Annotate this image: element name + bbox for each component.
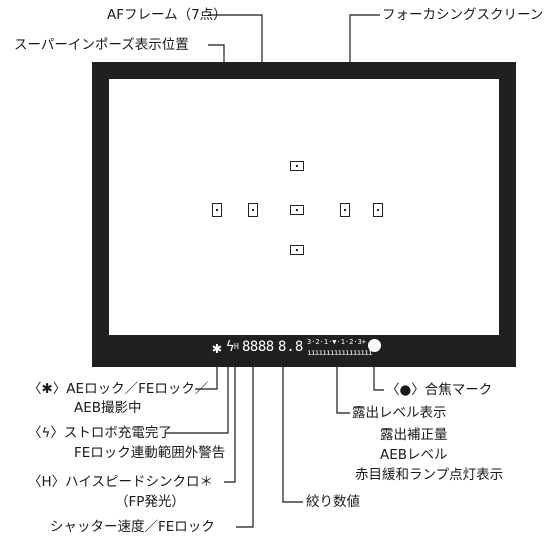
superimpose-label: スーパーインポーズ表示位置: [14, 37, 189, 53]
h-icon: H: [234, 342, 239, 351]
strobe-leader: [165, 355, 229, 434]
shutter-label: シャッター速度／FEロック: [50, 519, 215, 535]
fe-lock-warning-label: FEロック連動範囲外警告: [74, 445, 226, 461]
af-point-right: [340, 203, 350, 217]
ae-lock-label: 〈✱〉AEロック／FEロック／: [28, 381, 209, 397]
strobe-ready-label: 〈ϟ〉ストロボ充電完了: [28, 425, 172, 441]
exposure-scale-ticks: ııııııııııııııııı: [307, 348, 373, 357]
af-point-top: [290, 161, 304, 171]
focusing-screen: [109, 79, 499, 335]
aeb-level-label: AEBレベル: [380, 447, 448, 463]
fp-flash-label: （FP発光）: [115, 494, 185, 510]
flash-icon: ϟ: [226, 339, 235, 355]
exposure-level-label: 露出レベル表示: [352, 405, 447, 421]
af-point-far-left: [212, 203, 222, 217]
exposure-comp-label: 露出補正量: [380, 427, 448, 443]
af-point-bottom: [290, 245, 304, 255]
aeb-label: AEB撮影中: [74, 400, 142, 416]
hs-sync-leader: [224, 355, 236, 483]
aperture-display: 8.8: [278, 339, 304, 355]
focus-mark-label: 〈●〉合焦マーク: [386, 382, 493, 398]
exposure-scale-numbers: 3·2·1·▼·1·2·3+: [307, 338, 367, 346]
shutter-speed-display: 8888: [242, 339, 274, 355]
af-point-left: [248, 203, 258, 217]
shutter-leader: [236, 355, 254, 528]
af-frame-label: AFフレーム（7点）: [107, 7, 227, 23]
focus-confirmation-dot: [368, 339, 381, 352]
hs-sync-label: 〈H〉ハイスピードシンクロ＊: [28, 474, 213, 490]
red-eye-label: 赤目緩和ランプ点灯表示: [355, 467, 504, 483]
af-point-far-right: [373, 203, 383, 217]
ae-lock-icon: ✱: [212, 338, 222, 357]
exposure-leader: [336, 355, 350, 414]
aperture-label: 絞り数値: [306, 494, 360, 510]
af-point-center: [290, 205, 304, 215]
aperture-leader: [282, 355, 303, 503]
focusing-screen-label: フォーカシングスクリーン: [382, 7, 544, 23]
